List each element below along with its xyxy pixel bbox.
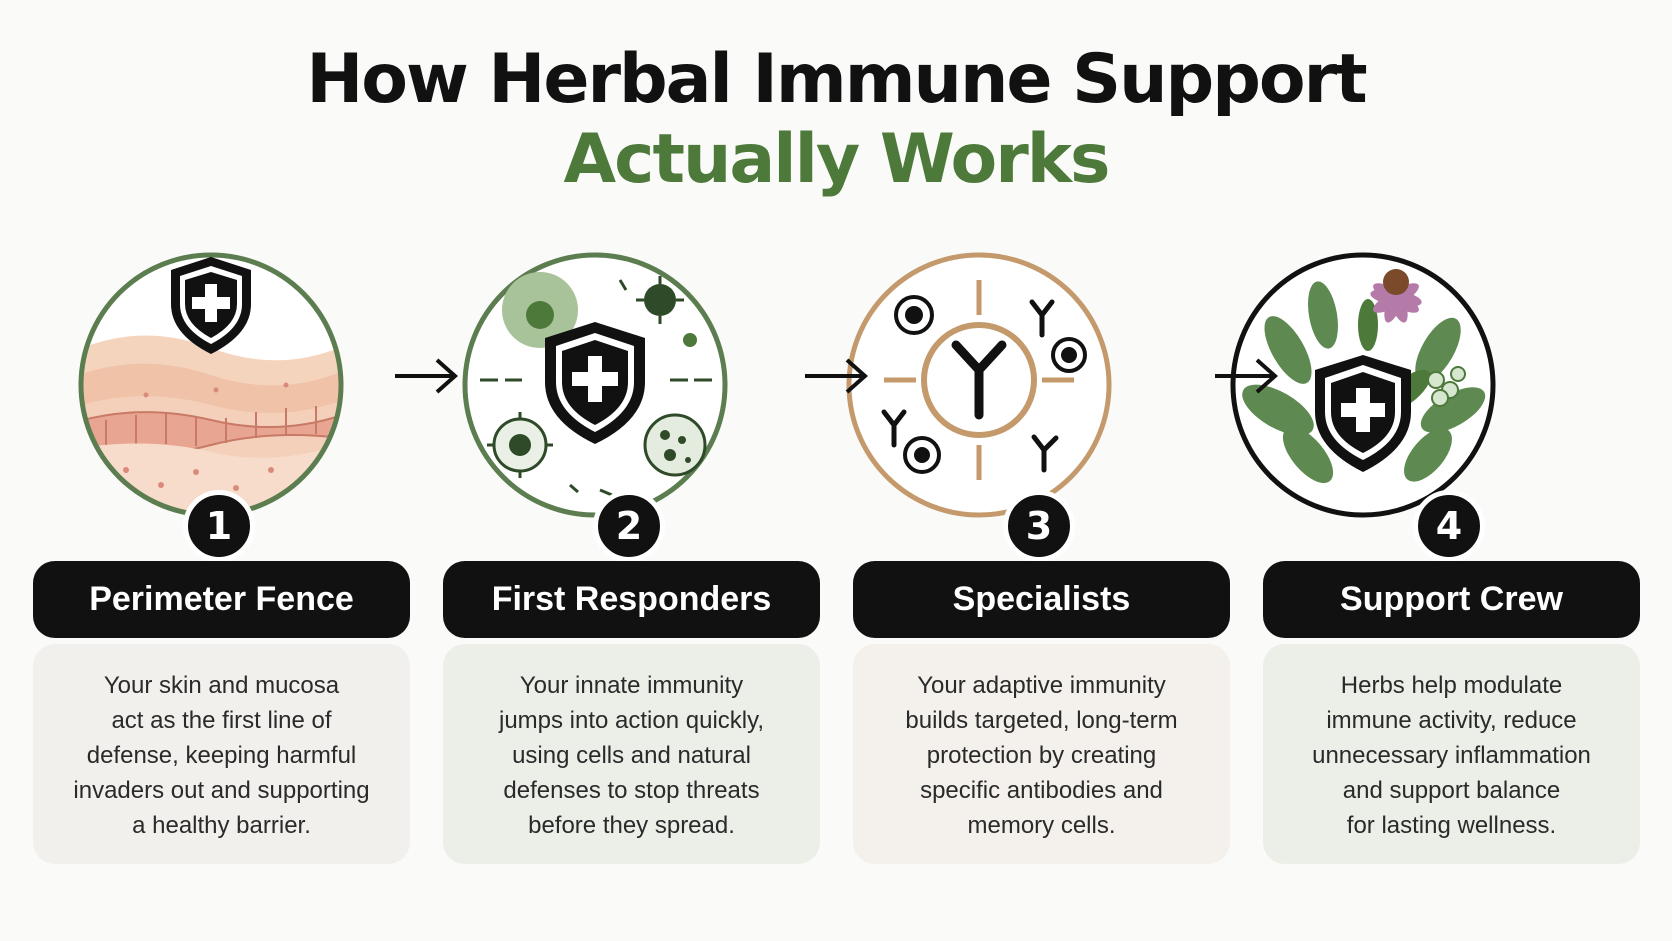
description-line: Your adaptive immunity [917, 672, 1166, 699]
step-3-label: Specialists [853, 561, 1230, 638]
step-4-label: Support Crew [1263, 561, 1640, 638]
step-1-icon-circle [66, 240, 356, 530]
description-line: protection by creating [926, 742, 1157, 769]
antibody-target-icon [846, 252, 1112, 518]
description-line: for lasting wellness. [1346, 812, 1557, 839]
step-2-label: First Responders [443, 561, 820, 638]
shield-immune-cells-icon [462, 252, 728, 518]
step-1-description-card: Your skin and mucosa act as the first li… [33, 644, 410, 864]
arrow-right-icon-3 [1213, 356, 1283, 396]
shield-skin-layers-icon [78, 252, 344, 518]
description-line: builds targeted, long-term [905, 707, 1178, 734]
step-2-number-badge: 2 [593, 490, 665, 562]
description-line: jumps into action quickly, [498, 707, 764, 734]
description-line: defenses to stop threats [503, 777, 760, 804]
step-3-icon-circle [834, 240, 1124, 530]
step-3-description-card: Your adaptive immunity builds targeted, … [853, 644, 1230, 864]
step-1-number-badge: 1 [183, 490, 255, 562]
step-4-number-badge: 4 [1413, 490, 1485, 562]
step-2-description-card: Your innate immunity jumps into action q… [443, 644, 820, 864]
description-line: Herbs help modulate [1340, 672, 1563, 699]
page-title-line2: Actually Works [563, 120, 1111, 199]
arrow-right-icon-1 [393, 356, 463, 396]
description-line: unnecessary inflammation [1312, 742, 1591, 769]
description-line: using cells and natural [512, 742, 751, 769]
description-line: immune activity, reduce [1326, 707, 1577, 734]
description-line: Your skin and mucosa [103, 672, 340, 699]
description-line: and support balance [1342, 777, 1561, 804]
description-line: memory cells. [967, 812, 1116, 839]
description-line: specific antibodies and [920, 777, 1163, 804]
description-line: Your innate immunity [519, 672, 744, 699]
step-1-label: Perimeter Fence [33, 561, 410, 638]
description-line: defense, keeping harmful [86, 742, 357, 769]
description-line: before they spread. [528, 812, 735, 839]
step-4-icon-circle [1218, 240, 1508, 530]
arrow-right-icon-2 [803, 356, 873, 396]
step-4-description-card: Herbs help modulate immune activity, red… [1263, 644, 1640, 864]
description-line: act as the first line of [111, 707, 332, 734]
page-title-line1: How Herbal Immune Support [306, 40, 1367, 119]
description-line: a healthy barrier. [132, 812, 311, 839]
description-line: invaders out and supporting [73, 777, 370, 804]
step-2-icon-circle [450, 240, 740, 530]
step-3-number-badge: 3 [1003, 490, 1075, 562]
shield-herbs-flower-icon [1230, 252, 1496, 518]
